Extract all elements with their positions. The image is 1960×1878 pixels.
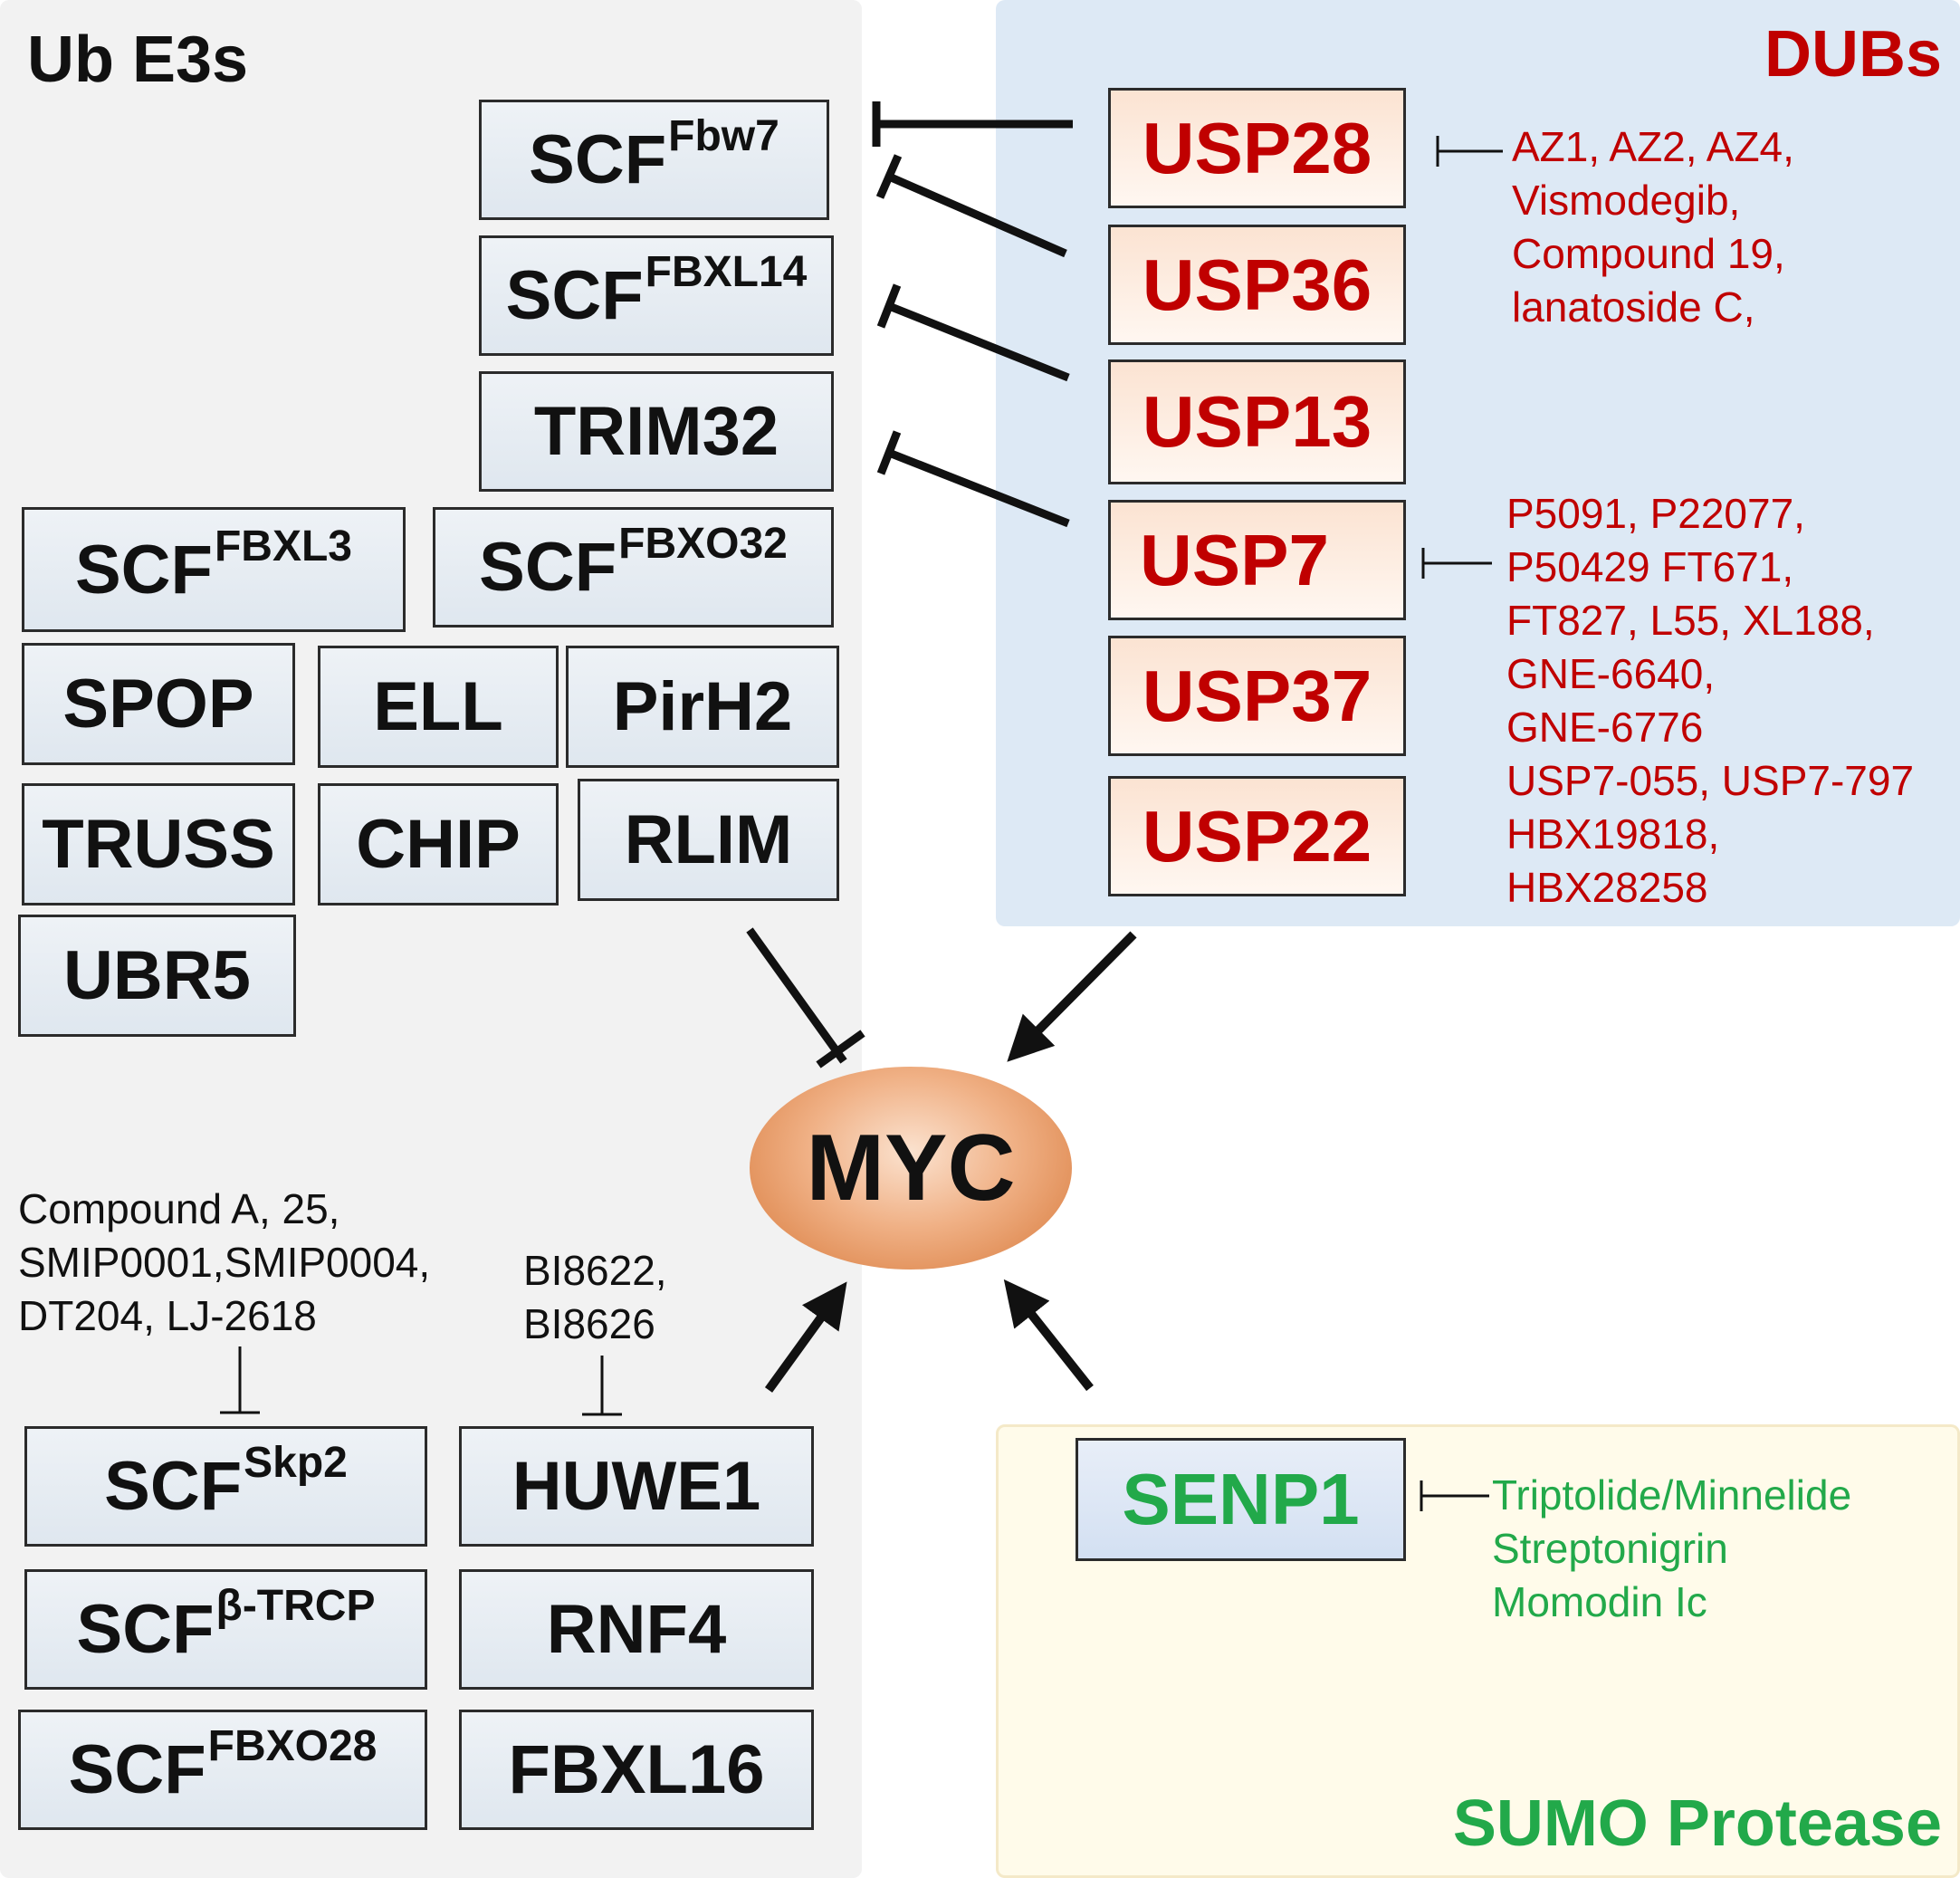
usp7-inhibitor-line: P50429 FT671, xyxy=(1506,543,1794,590)
ub-e3s-title: Ub E3s xyxy=(27,24,249,96)
skp2-inhibitor-line: DT204, LJ-2618 xyxy=(18,1292,317,1339)
scf-fbxo32-sup: FBXO32 xyxy=(618,520,788,568)
senp1-inhibitor-line: Momodin Ic xyxy=(1492,1578,1707,1625)
scf-fbxl3-sup: FBXL3 xyxy=(214,522,352,570)
usp28-inhibitor-line: Compound 19, xyxy=(1512,230,1785,277)
usp7-inhibitor-line: FT827, L55, XL188, xyxy=(1506,597,1875,644)
scf-btrcp-sup: β-TRCP xyxy=(215,1582,376,1630)
usp28-inhibitor-list: AZ1, AZ2, AZ4, Vismodegib, Compound 19, … xyxy=(1512,120,1794,334)
huwe1-inhibitor-line: BI8622, xyxy=(523,1247,667,1294)
usp22-box: USP22 xyxy=(1108,776,1406,896)
myc-node: MYC xyxy=(750,1067,1072,1270)
rlim-box: RLIM xyxy=(578,779,839,901)
usp7-inhibitor-list: P5091, P22077, P50429 FT671, FT827, L55,… xyxy=(1506,487,1914,915)
huwe1-inhibitor-line: BI8626 xyxy=(523,1300,655,1347)
usp7-inhibitor-line: USP7-055, USP7-797 xyxy=(1506,757,1915,804)
usp7-box: USP7 xyxy=(1108,500,1406,620)
sumo-protease-title: SUMO Protease xyxy=(1452,1787,1942,1860)
dubs-to-myc-arrow xyxy=(1007,931,1137,1062)
usp28-inhibitor-line: Vismodegib, xyxy=(1512,177,1741,224)
e3s-to-myc-inhibition-bar xyxy=(816,1030,865,1068)
rnf4-box: RNF4 xyxy=(459,1569,814,1690)
usp28-inhibitor-line: AZ1, AZ2, AZ4, xyxy=(1512,123,1794,170)
usp37-box: USP37 xyxy=(1108,636,1406,756)
usp7-to-trim32-inhibition xyxy=(887,448,1070,528)
scf-fbxo28-sup: FBXO28 xyxy=(207,1722,378,1770)
huwe1-box: HUWE1 xyxy=(459,1426,814,1547)
usp7-inhibitor-line: GNE-6776 xyxy=(1506,704,1704,751)
usp36-to-fbw7-inhibition xyxy=(887,172,1067,258)
usp7-inhibitor-line: GNE-6640, xyxy=(1506,650,1716,697)
senp1-inhibitor-list: Triptolide/Minnelide Streptonigrin Momod… xyxy=(1492,1469,1851,1629)
senp1-box: SENP1 xyxy=(1076,1438,1406,1561)
skp2-inhibitor-list: Compound A, 25, SMIP0001,SMIP0004, DT204… xyxy=(18,1183,430,1343)
usp36-to-fbw7-inhibition-bar xyxy=(875,154,903,199)
scf-skp2-sup: Skp2 xyxy=(244,1439,348,1487)
scf-fbxl3-base: SCF xyxy=(74,531,213,608)
scf-fbxo32-base: SCF xyxy=(479,529,617,606)
senp1-to-myc-arrow xyxy=(1003,1279,1094,1392)
huwe1-to-myc-arrow xyxy=(764,1281,847,1393)
scf-fbxo28-base: SCF xyxy=(68,1731,206,1808)
ubr5-box: UBR5 xyxy=(18,915,296,1037)
senp1-inhibitor-line: Streptonigrin xyxy=(1492,1525,1728,1572)
scf-fbxl14-base: SCF xyxy=(505,257,644,334)
truss-box: TRUSS xyxy=(22,783,295,905)
huwe1-inhibitor-list: BI8622, BI8626 xyxy=(523,1244,667,1351)
trim32-box: TRIM32 xyxy=(479,371,834,492)
scf-skp2-base: SCF xyxy=(104,1448,243,1525)
usp13-to-fbxl14-inhibition xyxy=(887,302,1070,382)
usp36-box: USP36 xyxy=(1108,225,1406,345)
scf-fbxl14-sup: FBXL14 xyxy=(645,248,808,296)
ell-box: ELL xyxy=(318,646,559,768)
skp2-inhibitor-line: Compound A, 25, xyxy=(18,1185,340,1232)
usp13-to-fbxl14-inhibition-bar xyxy=(876,283,902,329)
usp7-inhibitor-line: HBX19818, xyxy=(1506,810,1720,858)
spop-box: SPOP xyxy=(22,643,295,765)
scf-btrcp-base: SCF xyxy=(76,1591,215,1668)
usp7-to-trim32-inhibition-bar xyxy=(876,430,902,475)
skp2-inhibitor-line: SMIP0001,SMIP0004, xyxy=(18,1239,431,1286)
pirh2-box: PirH2 xyxy=(566,646,839,768)
usp28-inhibitor-line: lanatoside C, xyxy=(1512,283,1755,331)
e3s-to-myc-inhibition xyxy=(746,927,847,1064)
dubs-title: DUBs xyxy=(1764,18,1942,91)
usp7-inhibitor-line: HBX28258 xyxy=(1506,864,1708,911)
chip-box: CHIP xyxy=(318,783,559,905)
usp7-inhibitor-line: P5091, P22077, xyxy=(1506,490,1805,537)
fbxl16-box: FBXL16 xyxy=(459,1710,814,1830)
senp1-inhibitor-line: Triptolide/Minnelide xyxy=(1492,1471,1852,1519)
scf-fbw7-base: SCF xyxy=(529,121,667,198)
scf-fbw7-sup: Fbw7 xyxy=(668,112,779,160)
usp13-box: USP13 xyxy=(1108,359,1406,484)
usp28-box: USP28 xyxy=(1108,88,1406,208)
